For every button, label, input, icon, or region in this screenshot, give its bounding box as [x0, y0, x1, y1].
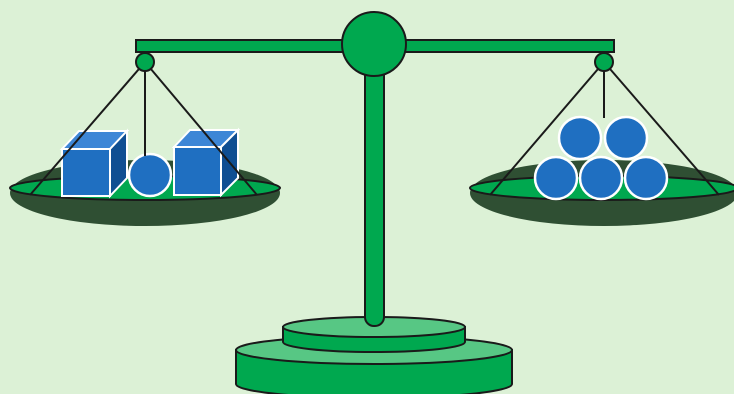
left-pan-group: [10, 53, 280, 226]
left-hook-knob: [136, 53, 154, 71]
central-post: [365, 66, 384, 326]
right-sphere-bottom-3: [625, 157, 667, 199]
right-sphere-top-1: [559, 117, 601, 159]
right-pan-group: [470, 53, 734, 226]
left-cube-1-front: [62, 149, 110, 196]
right-hook-knob: [595, 53, 613, 71]
left-sphere: [129, 154, 171, 196]
left-cube-1: [62, 131, 127, 196]
scale-base: [236, 317, 512, 394]
fulcrum-knob: [342, 12, 406, 76]
right-sphere-bottom-2: [580, 157, 622, 199]
left-cube-2-front: [174, 147, 221, 195]
right-sphere-bottom-1: [535, 157, 577, 199]
right-sphere-top-2: [605, 117, 647, 159]
